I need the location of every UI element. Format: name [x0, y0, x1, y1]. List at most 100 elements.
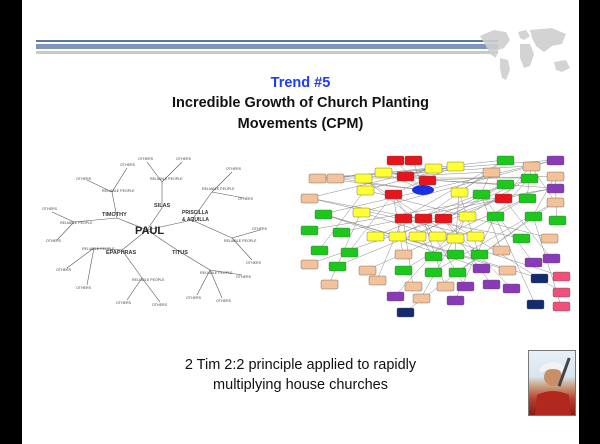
others-label: OTHERS: [76, 177, 92, 181]
church-node: [496, 155, 515, 166]
others-label: OTHERS: [226, 167, 242, 171]
church-node: [492, 245, 511, 256]
caption-line-2: multiplying house churches: [213, 377, 388, 393]
church-node: [408, 231, 427, 242]
reliable-people-label: RELIABLE PEOPLE: [60, 221, 93, 225]
church-node: [326, 173, 345, 184]
church-node: [512, 233, 531, 244]
church-node: [394, 249, 413, 260]
church-node: [310, 245, 329, 256]
church-node: [418, 175, 437, 186]
church-node: [470, 249, 489, 260]
church-node: [526, 299, 545, 310]
root-church-node: [412, 185, 434, 195]
reliable-people-label: RELIABLE PEOPLE: [202, 187, 235, 191]
church-node: [396, 307, 415, 318]
others-label: OTHERS: [238, 197, 254, 201]
church-node: [434, 213, 453, 224]
reliable-people-label: RELIABLE PEOPLE: [102, 189, 135, 193]
trend-label: Trend #5: [270, 75, 331, 91]
church-node: [518, 193, 537, 204]
church-node: [300, 225, 319, 236]
tree-connector: [532, 175, 556, 217]
church-node: [446, 249, 465, 260]
title-block: Trend #5 Incredible Growth of Church Pla…: [22, 74, 579, 134]
tree-connector: [458, 191, 480, 255]
tree-connector: [502, 165, 532, 199]
tree-connector: [420, 215, 468, 299]
reliable-people-label: RELIABLE PEOPLE: [200, 271, 233, 275]
church-node: [394, 265, 413, 276]
tree-connector: [454, 191, 460, 255]
person-photo: [528, 350, 576, 416]
timothy-label: TIMOTHY: [102, 212, 127, 218]
tree-connector: [366, 197, 528, 271]
tree-connector: [480, 193, 534, 263]
church-node: [458, 211, 477, 222]
church-node: [482, 167, 501, 178]
church-node: [384, 189, 403, 200]
church-node: [472, 263, 491, 274]
silas-label: SILAS: [154, 203, 171, 209]
church-node: [358, 265, 377, 276]
world-map-icon: [480, 28, 570, 80]
church-node: [498, 265, 517, 276]
church-node: [424, 267, 443, 278]
others-label: OTHERS: [246, 261, 262, 265]
others-label: OTHERS: [116, 301, 132, 305]
church-node: [366, 231, 385, 242]
headline-line-1: Incredible Growth of Church Planting: [172, 95, 429, 111]
tree-connector: [402, 197, 528, 271]
others-label: OTHERS: [252, 227, 268, 231]
reliable-people-label: RELIABLE PEOPLE: [132, 278, 165, 282]
header-rule-thin: [36, 40, 498, 42]
aquilla-label: & AQUILLA: [182, 217, 209, 223]
tree-connector: [494, 215, 536, 305]
church-node: [314, 209, 333, 220]
church-node: [524, 211, 543, 222]
church-node: [368, 275, 387, 286]
church-node: [354, 173, 373, 184]
priscilla-label: PRISCILLA: [182, 210, 209, 216]
church-node: [424, 251, 443, 262]
church-node: [308, 173, 327, 184]
titus-label: TITUS: [172, 250, 188, 256]
paul-discipleship-diagram: PAUL TIMOTHY SILAS PRISCILLA & AQUILLA E…: [42, 157, 268, 307]
church-multiplication-tree: [300, 155, 571, 318]
reliable-people-label: RELIABLE PEOPLE: [82, 247, 115, 251]
church-node: [540, 233, 559, 244]
church-node: [472, 189, 491, 200]
slide: Trend #5 Incredible Growth of Church Pla…: [22, 0, 579, 444]
church-node: [548, 215, 567, 226]
church-node: [352, 207, 371, 218]
tree-connector: [480, 193, 502, 251]
church-node: [424, 163, 443, 174]
church-node: [546, 155, 565, 166]
others-label: OTHERS: [42, 207, 58, 211]
church-node: [552, 301, 571, 312]
church-node: [388, 231, 407, 242]
others-label: OTHERS: [138, 157, 154, 161]
header-rule-grey: [36, 51, 498, 54]
church-node: [386, 291, 405, 302]
tree-connector: [362, 177, 438, 237]
tree-connector: [322, 159, 556, 215]
church-node: [448, 267, 467, 278]
church-node: [466, 231, 485, 242]
church-node: [300, 193, 319, 204]
church-node: [414, 213, 433, 224]
church-node: [542, 253, 561, 264]
others-label: OTHERS: [236, 275, 252, 279]
reliable-people-label: RELIABLE PEOPLE: [224, 239, 257, 243]
others-label: OTHERS: [46, 239, 62, 243]
church-node: [546, 171, 565, 182]
church-node: [482, 279, 501, 290]
caption: 2 Tim 2:2 principle applied to rapidly m…: [22, 355, 579, 395]
church-node: [412, 293, 431, 304]
church-node: [374, 167, 393, 178]
others-label: OTHERS: [152, 303, 168, 307]
church-node: [446, 161, 465, 172]
reliable-people-label: RELIABLE PEOPLE: [150, 177, 183, 181]
church-node: [546, 183, 565, 194]
church-node: [404, 281, 423, 292]
